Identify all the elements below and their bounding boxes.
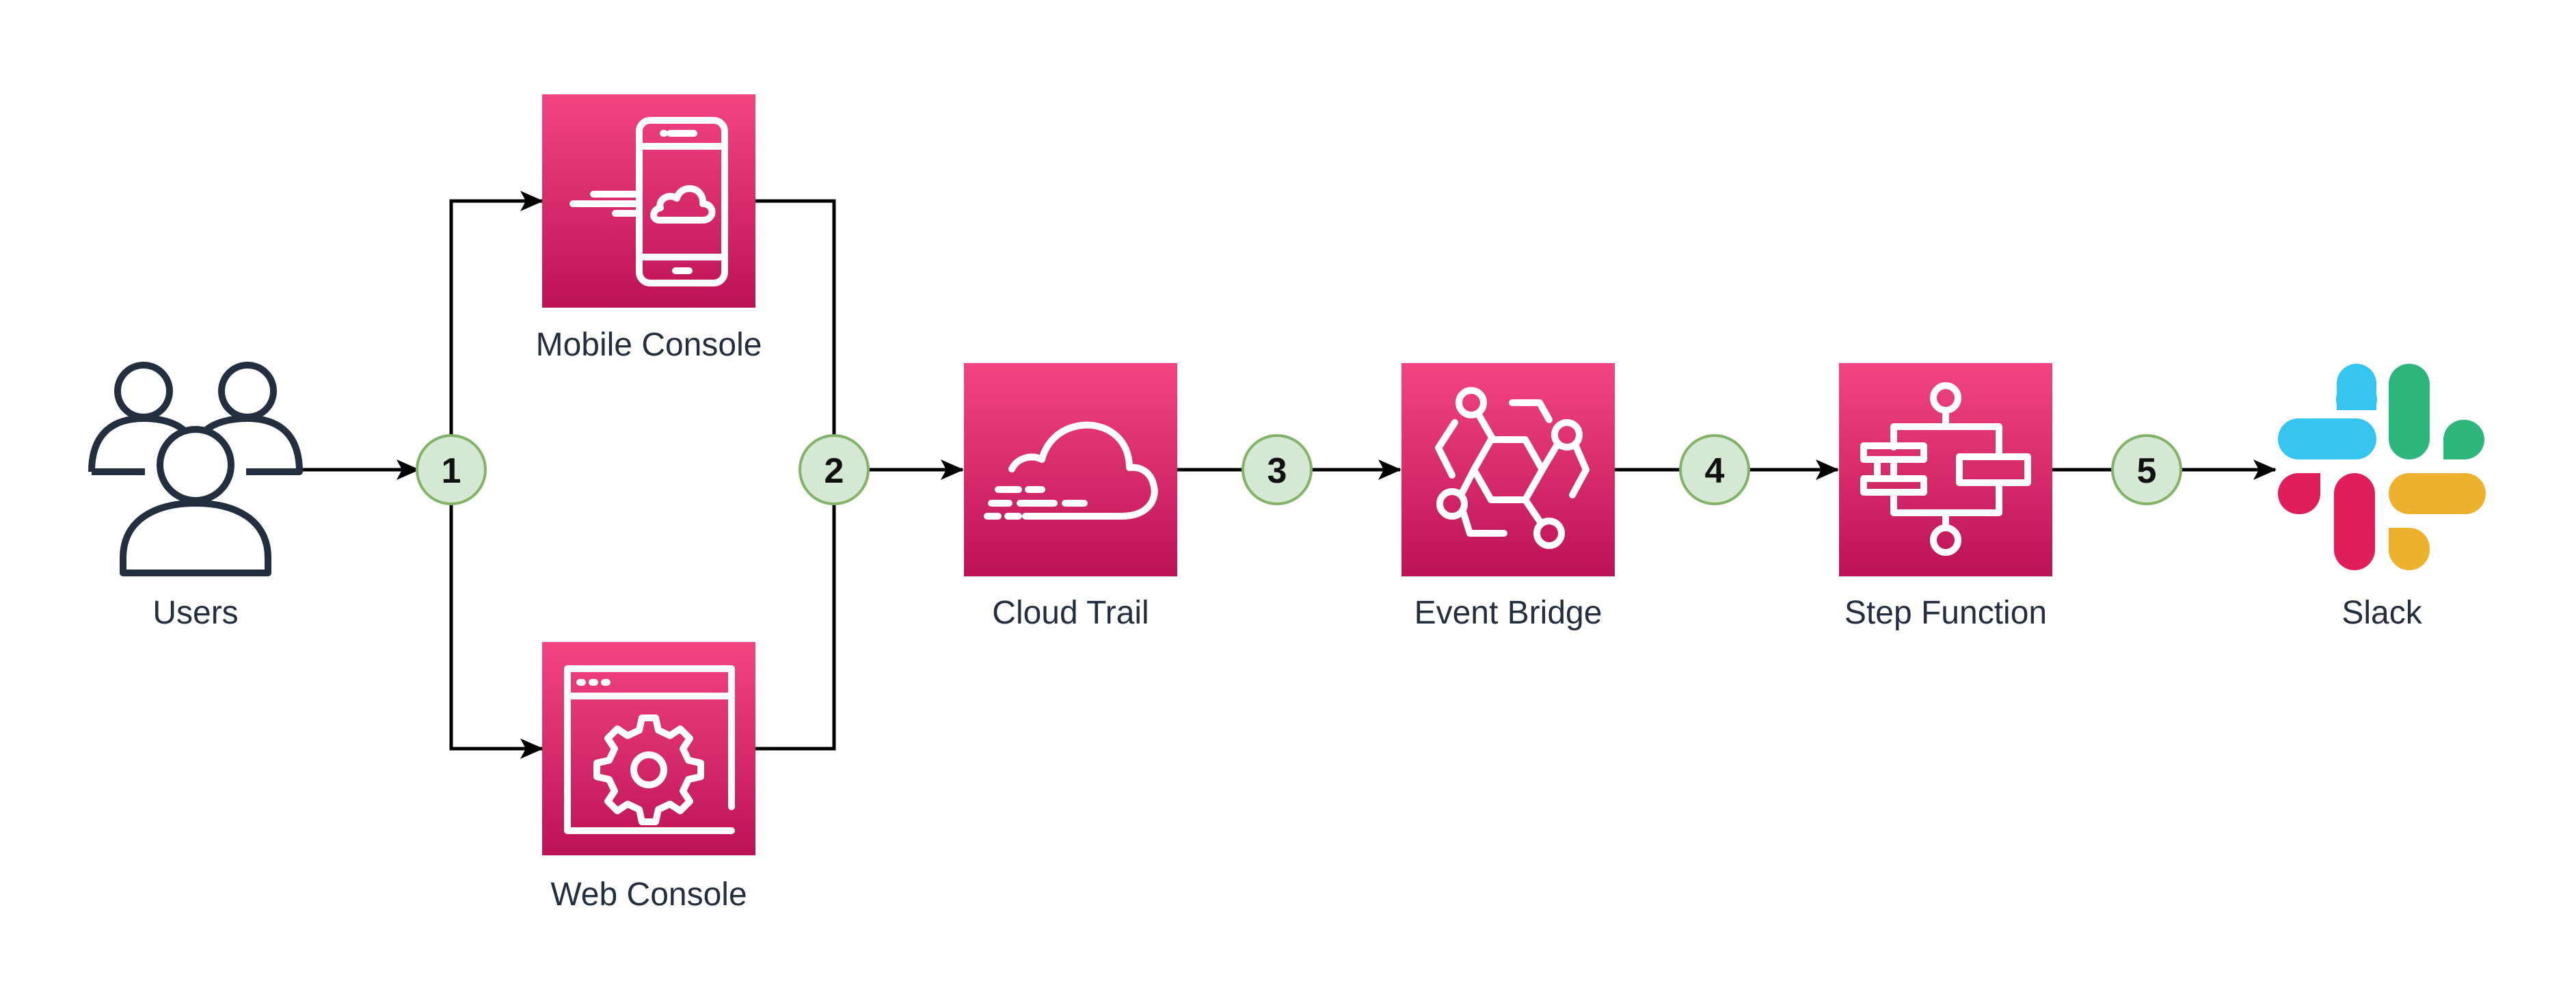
users-icon <box>88 362 303 576</box>
edge-mobile-console-to-step2 <box>755 199 836 436</box>
step-functions-icon <box>1839 363 2052 576</box>
edges <box>301 191 2277 759</box>
web-console-label: Web Console <box>550 877 747 913</box>
stepfunction-node: Step Function <box>1839 363 2052 631</box>
web-console-node: Web Console <box>542 642 755 913</box>
users-label: Users <box>152 595 238 631</box>
step-number-5: 5 <box>2137 451 2157 491</box>
slack-node: Slack <box>2278 364 2486 631</box>
users-node: Users <box>88 362 303 631</box>
stepfunction-label: Step Function <box>1844 595 2047 631</box>
mobile-console-node: Mobile Console <box>536 94 762 363</box>
edge-step1-to-web-console <box>449 504 544 759</box>
cloudtrail-label: Cloud Trail <box>992 595 1149 631</box>
cloudtrail-icon <box>964 363 1177 576</box>
step-marker-1: 1 <box>416 434 487 505</box>
step-number-4: 4 <box>1705 451 1725 491</box>
eventbridge-icon <box>1401 363 1615 576</box>
step-marker-4: 4 <box>1679 434 1750 505</box>
edge-web-console-to-step2 <box>755 504 836 751</box>
slack-logo-icon <box>2278 364 2486 570</box>
mobile-console-icon <box>542 94 755 308</box>
eventbridge-label: Event Bridge <box>1414 595 1602 631</box>
step-marker-2: 2 <box>799 434 870 505</box>
step-number-3: 3 <box>1267 451 1287 491</box>
step-number-2: 2 <box>824 451 844 491</box>
eventbridge-node: Event Bridge <box>1401 363 1615 631</box>
edge-step1-to-mobile-console <box>449 191 544 436</box>
step-number-1: 1 <box>442 451 461 491</box>
step-marker-3: 3 <box>1242 434 1313 505</box>
step-marker-5: 5 <box>2111 434 2182 505</box>
mobile-console-label: Mobile Console <box>536 327 762 363</box>
slack-label: Slack <box>2342 595 2422 631</box>
web-console-icon <box>542 642 755 855</box>
cloudtrail-node: Cloud Trail <box>964 363 1177 631</box>
